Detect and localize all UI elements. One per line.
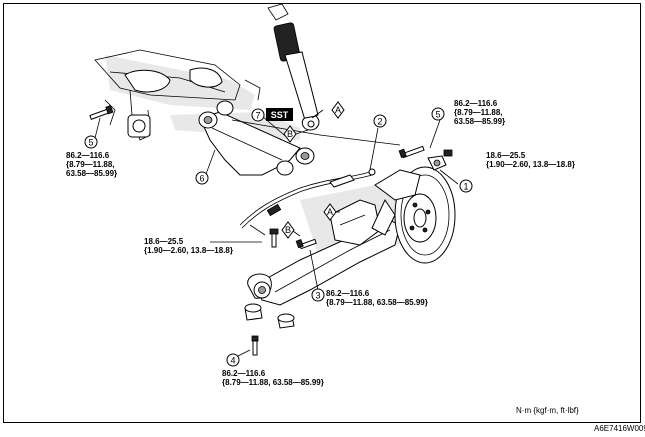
svg-text:3: 3: [315, 291, 320, 301]
svg-text:5: 5: [88, 138, 93, 148]
marker-b-low: B: [281, 221, 295, 239]
svg-text:4: 4: [230, 356, 235, 366]
svg-text:{8.79—11.88, 63.58—85.99}: {8.79—11.88, 63.58—85.99}: [326, 298, 428, 307]
svg-text:18.6—25.5: 18.6—25.5: [144, 237, 184, 246]
svg-text:{1.90—2.60, 13.8—18.8}: {1.90—2.60, 13.8—18.8}: [486, 160, 575, 169]
marker-a-top: A: [331, 101, 345, 119]
crossmember: [94, 49, 261, 141]
svg-text:18.6—25.5: 18.6—25.5: [486, 151, 526, 160]
torque-3: 86.2—116.6 {8.79—11.88, 63.58—85.99}: [326, 289, 428, 307]
callout-1: 1: [459, 179, 473, 193]
svg-text:A: A: [335, 105, 341, 115]
units-note: N·m {kgf·m, ft·lbf}: [516, 406, 579, 415]
svg-text:{8.79—11.88, 63.58—85.99}: {8.79—11.88, 63.58—85.99}: [222, 378, 324, 387]
figure-code: A6E7416W009: [594, 424, 645, 433]
svg-text:{8.79—11.88,: {8.79—11.88,: [454, 108, 502, 117]
trailing-link: [247, 180, 420, 306]
bolt-4: [251, 335, 259, 356]
svg-text:63.58—85.99}: 63.58—85.99}: [454, 117, 505, 126]
torque-1: 18.6—25.5 {1.90—2.60, 13.8—18.8}: [486, 151, 575, 169]
callout-2: 2: [373, 114, 387, 128]
svg-text:86.2—116.6: 86.2—116.6: [454, 99, 498, 108]
bolt-5-right: [398, 145, 425, 159]
bolt-3: [295, 238, 317, 250]
svg-text:SST: SST: [271, 110, 289, 120]
svg-text:1: 1: [463, 182, 468, 192]
svg-text:2: 2: [377, 117, 382, 127]
lateral-link: [170, 100, 315, 176]
svg-text:B: B: [285, 225, 291, 235]
callout-5-right: 5: [431, 107, 445, 121]
callout-7: 7: [251, 108, 265, 122]
svg-text:6: 6: [199, 174, 204, 184]
brake-cable: [239, 168, 376, 229]
nut-1: [427, 149, 453, 171]
marker-b-top: B: [283, 125, 297, 143]
callout-3: 3: [311, 288, 325, 302]
hub-disc: [371, 166, 456, 264]
svg-text:63.58—85.99}: 63.58—85.99}: [66, 169, 117, 178]
svg-text:86.2—116.6: 86.2—116.6: [66, 151, 110, 160]
svg-text:86.2—116.6: 86.2—116.6: [326, 289, 370, 298]
bolt-mid: [269, 228, 279, 248]
bolt-5-left: [89, 105, 114, 120]
shock-absorber: [267, 3, 320, 131]
marker-a-low: A: [323, 203, 337, 221]
svg-text:86.2—116.6: 86.2—116.6: [222, 369, 266, 378]
svg-text:B: B: [287, 129, 293, 139]
callout-4: 4: [226, 353, 240, 367]
svg-text:A: A: [327, 207, 333, 217]
svg-text:7: 7: [255, 111, 260, 121]
torque-4: 86.2—116.6 {8.79—11.88, 63.58—85.99}: [222, 369, 324, 387]
callout-6: 6: [195, 171, 209, 185]
bushings-lower: [244, 303, 295, 329]
torque-mid: 18.6—25.5 {1.90—2.60, 13.8—18.8}: [144, 237, 233, 255]
diagram-frame: [3, 3, 641, 423]
torque-5-left: 86.2—116.6 {8.79—11.88, 63.58—85.99}: [66, 151, 117, 178]
torque-5-right: 86.2—116.6 {8.79—11.88, 63.58—85.99}: [454, 99, 505, 126]
svg-text:{8.79—11.88,: {8.79—11.88,: [66, 160, 114, 169]
sst-badge: SST: [266, 108, 293, 121]
callout-5-left: 5: [84, 135, 98, 149]
svg-text:5: 5: [435, 110, 440, 120]
svg-text:{1.90—2.60, 13.8—18.8}: {1.90—2.60, 13.8—18.8}: [144, 246, 233, 255]
